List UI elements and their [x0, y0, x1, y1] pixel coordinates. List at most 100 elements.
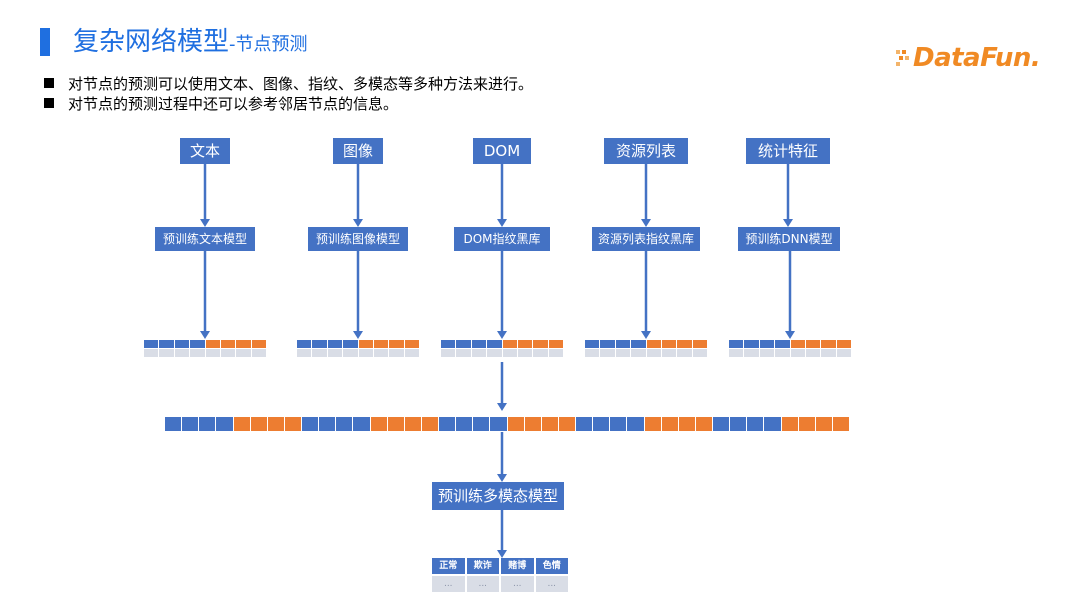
- mini-table-cell: [327, 349, 343, 357]
- bullet-list: 对节点的预测可以使用文本、图像、指纹、多模态等多种方法来进行。 对节点的预测过程…: [44, 74, 533, 114]
- mini-table-cell: [600, 340, 615, 348]
- feature-strip-cell: [507, 417, 524, 431]
- mini-table-cell: [646, 349, 661, 357]
- mini-table-cell: [358, 340, 373, 348]
- mini-table-cell: [533, 349, 548, 357]
- bullet-item: 对节点的预测过程中还可以参考邻居节点的信息。: [44, 94, 533, 114]
- mini-table: [441, 340, 563, 358]
- mini-table-cell: [220, 349, 236, 357]
- mini-table-cell: [631, 340, 646, 348]
- mini-table-cell: [615, 340, 631, 348]
- mini-table-cell: [692, 340, 707, 348]
- source-box-text: 文本: [180, 138, 230, 164]
- mini-table-cell: [517, 340, 533, 348]
- output-header-porn: 色情: [535, 558, 568, 574]
- model-box-dom: DOM指纹黑库: [454, 227, 550, 251]
- output-value: ...: [501, 576, 534, 592]
- mini-table-cell: [373, 349, 389, 357]
- feature-strip-cell: [284, 417, 301, 431]
- mini-table-cell: [502, 340, 517, 348]
- feature-strip-cell: [421, 417, 438, 431]
- mini-table-cell: [456, 349, 471, 357]
- feature-strip-cell: [576, 417, 593, 431]
- mini-table-cell: [548, 349, 563, 357]
- page-title: 复杂网络模型-节点预测: [73, 25, 308, 62]
- bullet-text: 对节点的预测过程中还可以参考邻居节点的信息。: [68, 95, 399, 113]
- mini-table-header-row: [144, 340, 266, 348]
- mini-table-cell: [297, 349, 312, 357]
- feature-strip-cell: [473, 417, 490, 431]
- feature-strip-cell: [713, 417, 730, 431]
- mini-table-cell: [373, 340, 389, 348]
- feature-strip-cell: [404, 417, 421, 431]
- mini-table-cell: [548, 340, 563, 348]
- feature-strip-cell: [199, 417, 216, 431]
- bullet-square-icon: [44, 78, 54, 88]
- mini-table: [144, 340, 266, 358]
- feature-strip-cell: [610, 417, 627, 431]
- mini-table-cell: [404, 349, 419, 357]
- output-header-normal: 正常: [432, 558, 465, 574]
- mini-table-cell: [343, 340, 358, 348]
- output-value: ...: [432, 576, 465, 592]
- feature-strip-cell: [490, 417, 507, 431]
- mini-table-cell: [775, 340, 790, 348]
- bullet-item: 对节点的预测可以使用文本、图像、指纹、多模态等多种方法来进行。: [44, 74, 533, 94]
- feature-strip-cell: [182, 417, 199, 431]
- mini-table-cell: [190, 349, 205, 357]
- feature-strip-cell: [798, 417, 815, 431]
- mini-table-cell: [729, 340, 744, 348]
- feature-strip-cell: [678, 417, 695, 431]
- feature-strip-cell: [695, 417, 712, 431]
- feature-strip-cell: [216, 417, 233, 431]
- output-value-row: ... ... ... ...: [432, 576, 568, 592]
- feature-strip-cell: [815, 417, 832, 431]
- mini-table-cell: [441, 340, 456, 348]
- mini-table-cell: [174, 340, 190, 348]
- mini-table-cell: [677, 349, 692, 357]
- mini-table-cell: [661, 349, 677, 357]
- feature-strip: [165, 417, 849, 431]
- mini-table-cell: [456, 340, 471, 348]
- feature-strip-cell: [541, 417, 558, 431]
- feature-strip-cell: [387, 417, 404, 431]
- mini-table-cell: [821, 340, 836, 348]
- mini-table-cell: [471, 340, 487, 348]
- mini-table-value-row: [585, 349, 707, 357]
- feature-strip-cell: [353, 417, 370, 431]
- mini-table-cell: [585, 349, 600, 357]
- mini-table-cell: [836, 349, 851, 357]
- mini-table-value-row: [144, 349, 266, 357]
- feature-strip-cell: [781, 417, 798, 431]
- mini-table-cell: [502, 349, 517, 357]
- mini-table-cell: [236, 340, 251, 348]
- mini-table-cell: [836, 340, 851, 348]
- mini-table: [585, 340, 707, 358]
- logo-dots-icon: [896, 50, 909, 66]
- mini-table-cell: [631, 349, 646, 357]
- feature-strip-cell: [439, 417, 456, 431]
- bullet-square-icon: [44, 98, 54, 108]
- mini-table-cell: [220, 340, 236, 348]
- mini-table-cell: [692, 349, 707, 357]
- feature-strip-cell: [661, 417, 678, 431]
- mini-table-cell: [159, 340, 174, 348]
- mini-table-cell: [759, 349, 775, 357]
- output-table: 正常 欺诈 赌博 色情 ... ... ... ...: [432, 558, 568, 594]
- source-box-resource-list: 资源列表: [604, 138, 688, 164]
- mini-table-cell: [389, 349, 404, 357]
- source-box-dom: DOM: [473, 138, 531, 164]
- mini-table: [729, 340, 851, 358]
- mini-table-cell: [615, 349, 631, 357]
- mini-table-cell: [144, 340, 159, 348]
- mini-table-value-row: [441, 349, 563, 357]
- feature-strip-cell: [644, 417, 661, 431]
- mini-table-cell: [236, 349, 251, 357]
- mini-table-cell: [487, 349, 502, 357]
- mini-table-cell: [677, 340, 692, 348]
- mini-table-cell: [190, 340, 205, 348]
- model-box-dnn: 预训练DNN模型: [738, 227, 840, 251]
- mini-table-cell: [759, 340, 775, 348]
- mini-table-header-row: [441, 340, 563, 348]
- mini-table-cell: [297, 340, 312, 348]
